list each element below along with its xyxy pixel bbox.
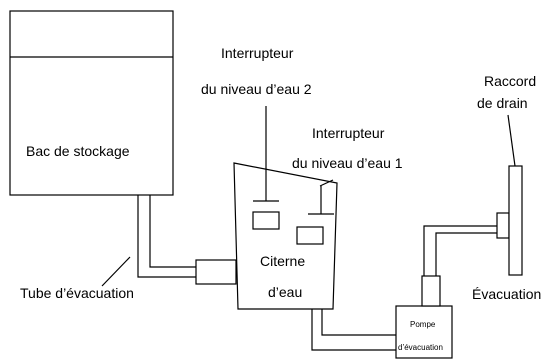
pump-label-line1: Pompe <box>410 320 436 329</box>
evacuation-label: Évacuation <box>472 286 541 302</box>
switch-2-label-line2: du niveau d’eau 2 <box>201 81 312 97</box>
storage-tank-label: Bac de stockage <box>26 143 130 159</box>
cistern-to-pump-pipe-lower <box>311 309 396 351</box>
drain-fitting-label-line2: de drain <box>477 95 528 111</box>
storage-tank <box>9 10 174 196</box>
switch-1-label-line2: du niveau d’eau 1 <box>292 155 403 171</box>
cistern-label-line1: Citerne <box>260 253 305 269</box>
drain-connector <box>496 212 510 239</box>
leader-drain-fitting <box>507 114 516 167</box>
pump-label-line2: d’évacuation <box>398 343 443 352</box>
storage-outlet-pipe <box>137 195 200 278</box>
drain-fitting <box>508 165 523 276</box>
storage-outlet-pipe-inner <box>149 195 200 268</box>
inlet-connector <box>195 259 237 285</box>
leader-evacuation-tube <box>101 256 131 287</box>
drain-pump <box>395 305 453 359</box>
evacuation-tube-label: Tube d’évacuation <box>20 285 134 301</box>
cistern <box>233 162 338 310</box>
cistern-label-line2: d’eau <box>268 284 302 300</box>
switch-2-label-line1: Interrupteur <box>221 45 294 61</box>
pump-outlet-stub <box>421 275 441 307</box>
level-switch-1 <box>296 179 334 245</box>
switch-1-label-line1: Interrupteur <box>312 125 385 141</box>
level-switch-2 <box>252 106 280 230</box>
cistern-to-pump-pipe-upper <box>321 309 396 336</box>
drain-fitting-label-line1: Raccord <box>484 73 536 89</box>
